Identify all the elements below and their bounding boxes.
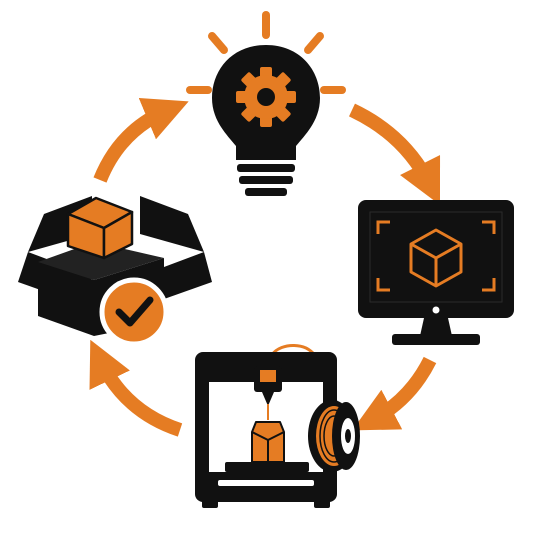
arrow-idea-to-design-icon <box>348 103 441 206</box>
arrow-print-to-deliver-icon <box>89 339 183 437</box>
arrow-design-to-print-icon <box>352 356 437 431</box>
monitor-cube-icon <box>358 200 514 345</box>
lightbulb-gear-icon <box>186 11 346 196</box>
box-check-icon <box>18 196 212 347</box>
3d-printer-icon <box>195 344 360 508</box>
arrow-deliver-to-idea-icon <box>93 97 189 183</box>
